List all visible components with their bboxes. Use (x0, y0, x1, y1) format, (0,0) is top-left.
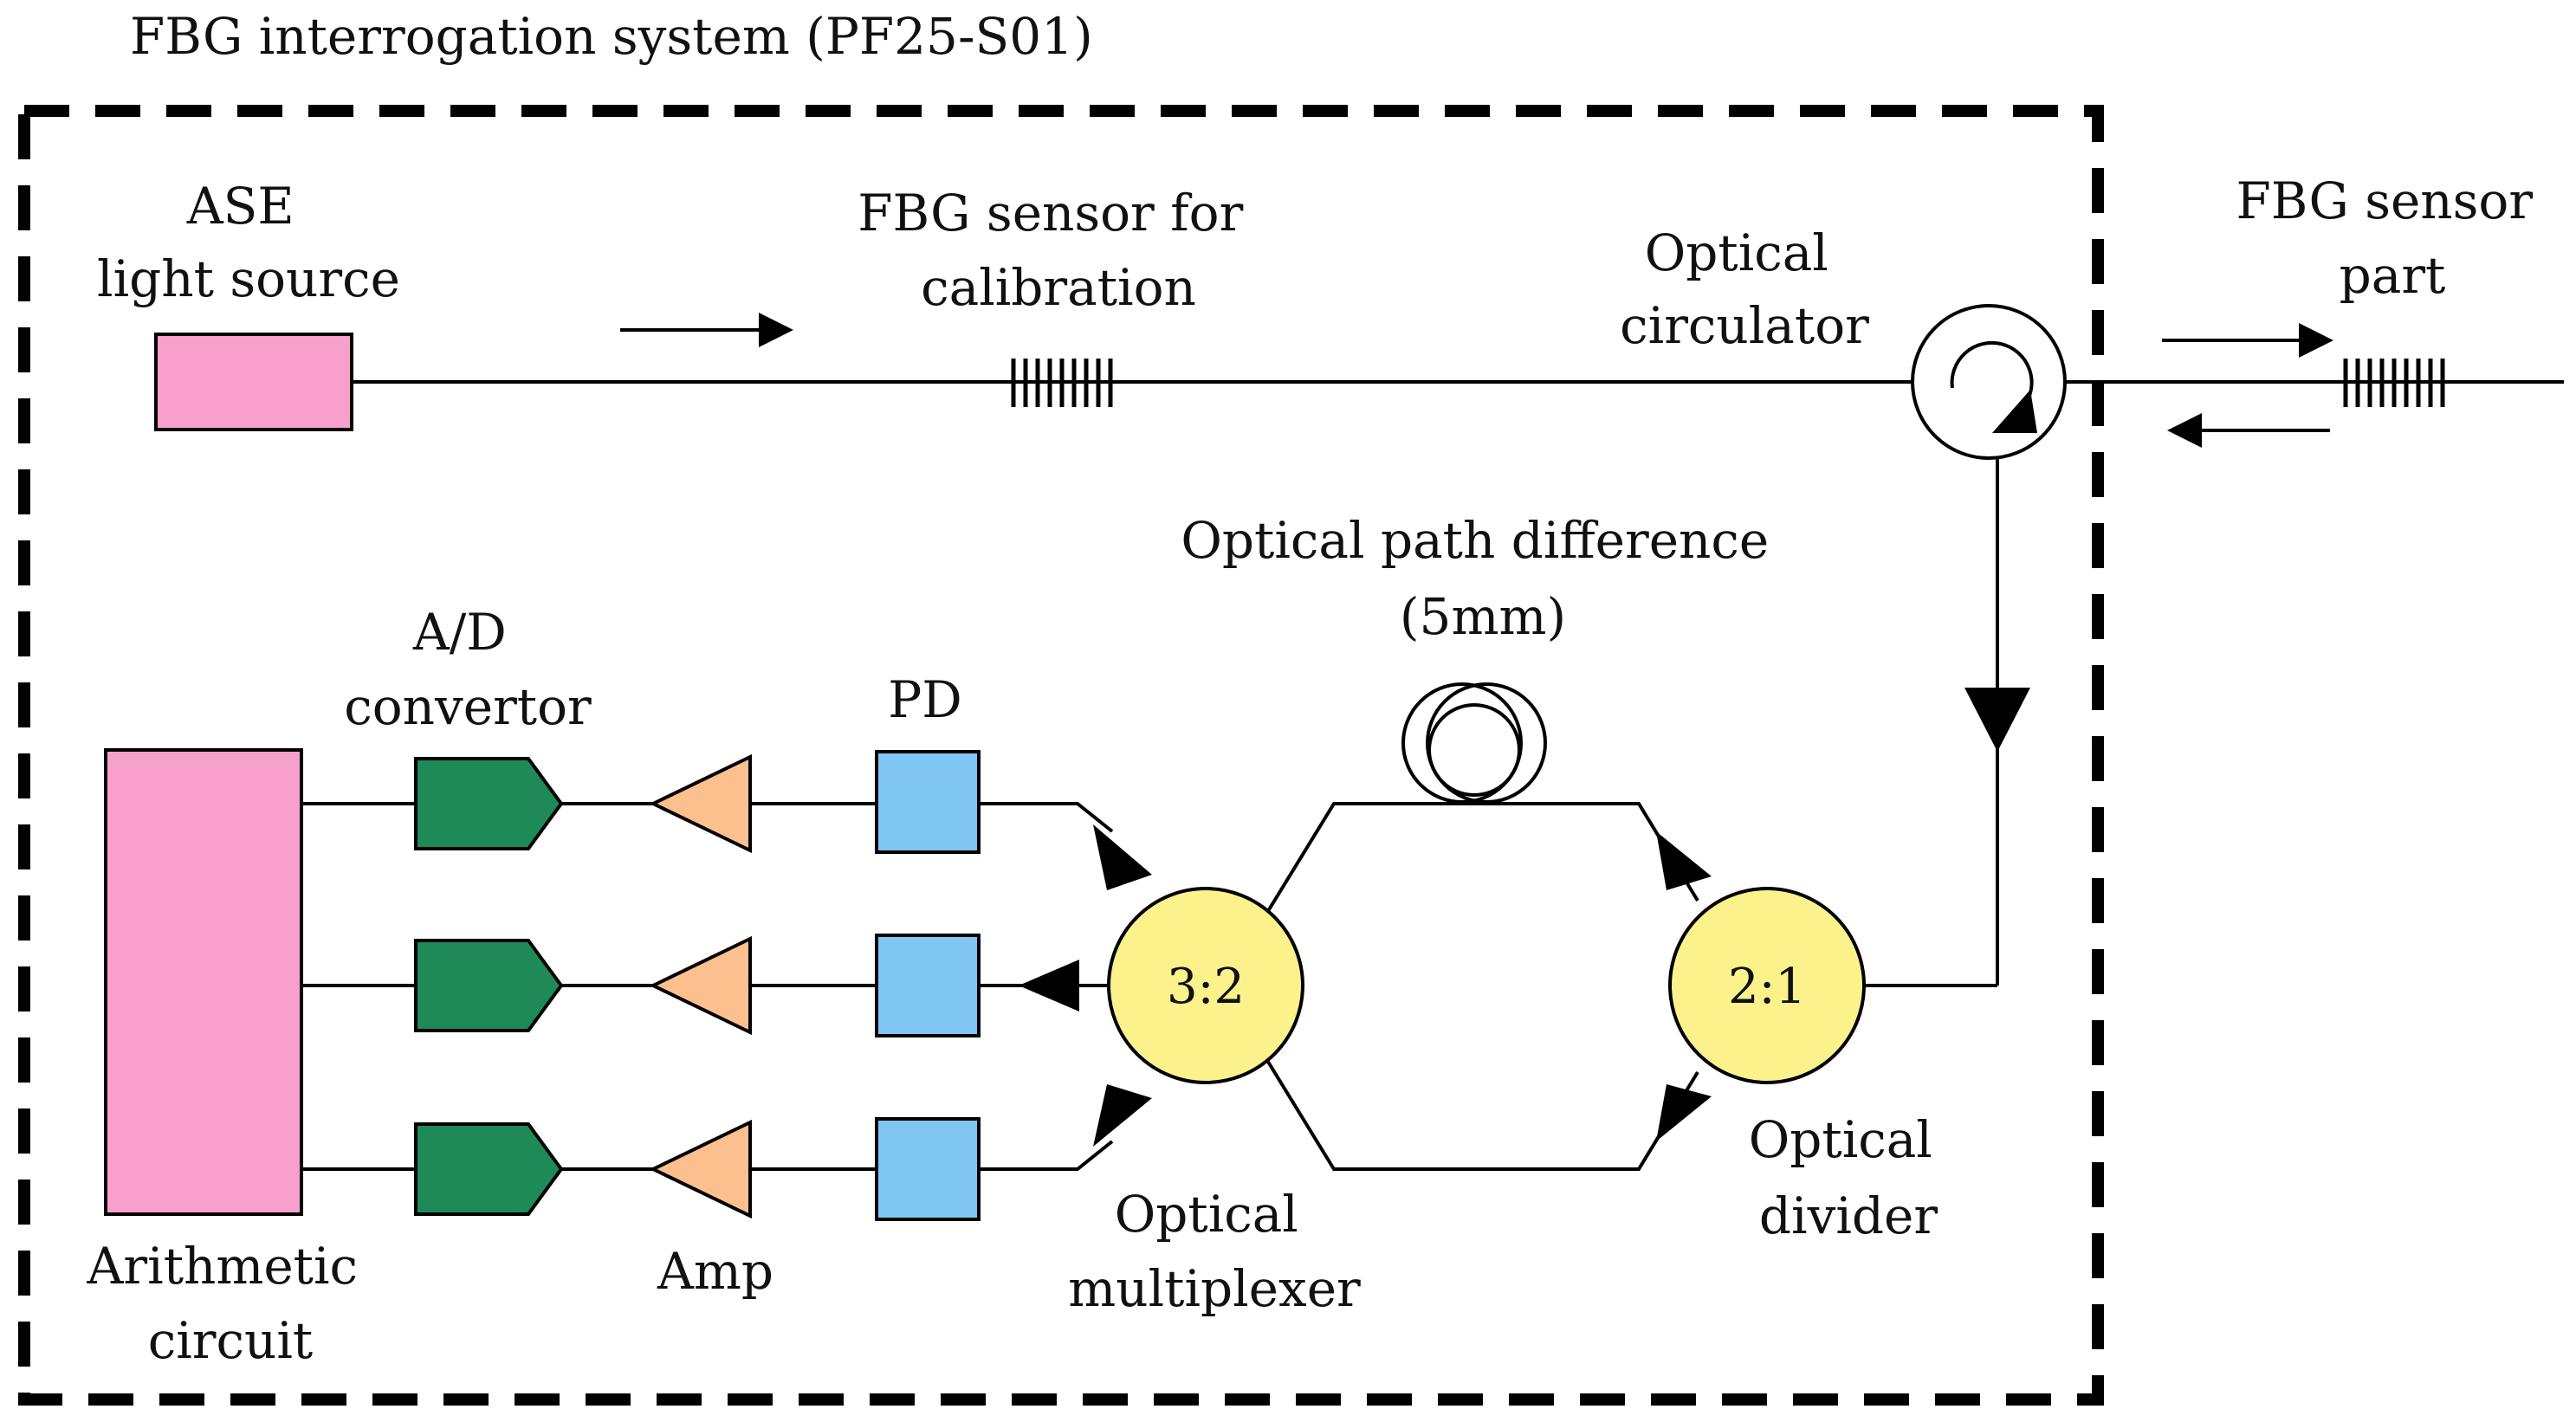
upper-arm (1266, 802, 1699, 913)
optical-divider (1668, 887, 1866, 1084)
amp-label: Amp (657, 1242, 773, 1301)
down-arrow-icon (1964, 688, 2030, 752)
ad-converter-middle (414, 939, 564, 1032)
arithmetic-circuit (104, 748, 303, 1216)
photodiode-top (875, 750, 981, 854)
divider-arrow-upper-icon (1656, 831, 1712, 890)
fbg-calibration-grating-icon (1011, 359, 1113, 407)
mux-arrow-middle-icon (1019, 960, 1079, 1012)
opd-label: Optical path difference (5mm) (1181, 511, 1784, 646)
divider-label: Optical divider (1749, 1110, 1949, 1245)
sensor-part-label: FBG sensor part (2236, 171, 2549, 305)
system-boundary (18, 105, 2104, 1406)
lower-arm (1266, 1060, 1699, 1171)
fbg-calibration-label: FBG sensor for calibration (858, 184, 1259, 317)
circulator-label: Optical circulator (1620, 223, 1869, 355)
mux-arrow-bottom-icon (1093, 1084, 1152, 1147)
amplifier-middle (649, 935, 752, 1036)
fbg-sensor-grating-icon (2343, 359, 2445, 407)
arithmetic-label: Arithmetic circuit (87, 1237, 374, 1370)
fiber-coil-icon (1401, 682, 1547, 804)
ad-label: A/D convertor (344, 603, 592, 736)
amplifier-top (649, 753, 752, 854)
multiplexer-ratio: 3:2 (1167, 959, 1245, 1015)
divider-arrow-lower-icon (1656, 1084, 1712, 1141)
divider-ratio: 2:1 (1728, 959, 1806, 1015)
ad-converter-bottom (414, 1122, 564, 1216)
amplifier-bottom (649, 1119, 752, 1219)
ase-label: ASE light source (97, 177, 400, 308)
pd-label: PD (888, 670, 962, 729)
ad-converter-top (414, 757, 564, 850)
optical-circulator-icon (1911, 304, 2067, 460)
photodiode-bottom (875, 1117, 981, 1221)
ase-light-source (154, 333, 353, 431)
system-title: FBG interrogation system (PF25-S01) (130, 7, 1093, 66)
mux-arrow-top-icon (1093, 824, 1152, 890)
photodiode-middle (875, 934, 981, 1037)
multiplexer-label: Optical multiplexer (1068, 1185, 1361, 1318)
